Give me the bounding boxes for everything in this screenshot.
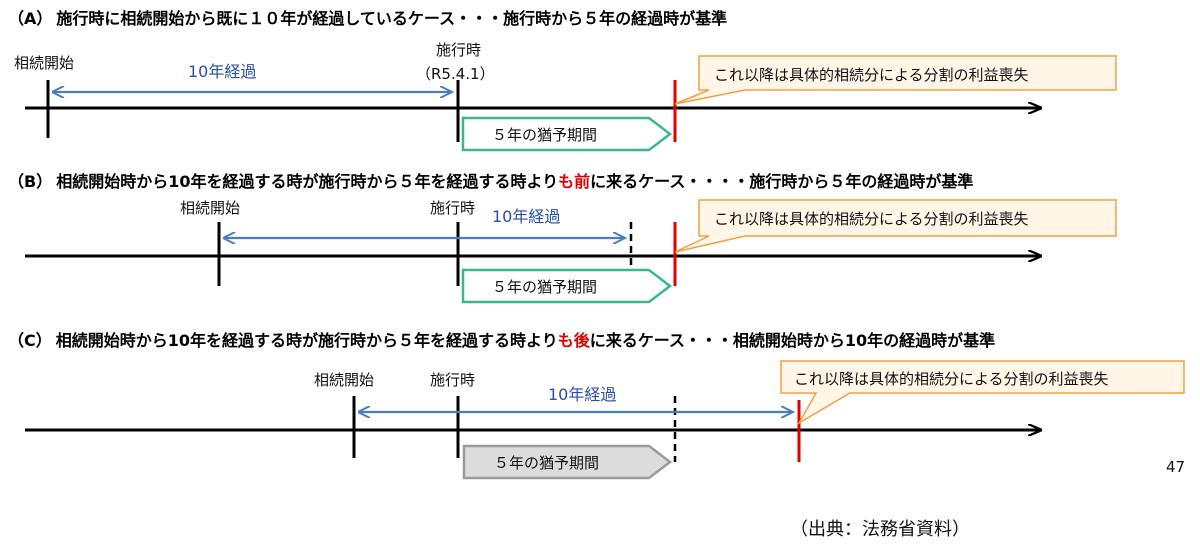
section-b-grace-period — [461, 268, 673, 304]
section-b-grace-label: ５年の猶予期間 — [492, 278, 597, 296]
page-number: 47 — [1166, 458, 1185, 476]
section-a-header: （A）施行時に相続開始から既に１０年が経過しているケース・・・施行時から５年の経… — [8, 9, 727, 28]
section-c-enforce-label: 施行時 — [430, 371, 475, 389]
section-a-grace-label: ５年の猶予期間 — [492, 126, 597, 144]
section-b-span-label: 10年経過 — [492, 207, 560, 226]
section-c-callout — [780, 360, 1185, 426]
section-a-span-label: 10年経過 — [188, 62, 256, 81]
section-c-grace-period — [462, 444, 673, 480]
section-a-start-label: 相続開始 — [14, 54, 74, 72]
section-a-grace-period — [461, 116, 673, 152]
section-c: （C）相続開始時から10年を経過する時が施行時から５年を経過する時よりも後に来る… — [8, 331, 1185, 480]
section-c-start-label: 相続開始 — [314, 371, 374, 389]
section-c-header: （C）相続開始時から10年を経過する時が施行時から５年を経過する時よりも後に来る… — [8, 331, 995, 350]
section-a-callout — [674, 55, 1117, 105]
section-a-callout-text: これ以降は具体的相続分による分割の利益喪失 — [714, 66, 1029, 84]
section-c-grace-label: ５年の猶予期間 — [494, 454, 599, 472]
section-b-enforce-label: 施行時 — [430, 199, 475, 217]
section-b-callout — [674, 199, 1117, 253]
section-b: （B）相続開始時から10年を経過する時が施行時から５年を経過する時よりも前に来る… — [8, 172, 1117, 304]
source-citation: （出典：法務省資料） — [790, 519, 970, 540]
section-c-span-label: 10年経過 — [548, 385, 616, 404]
section-b-callout-text: これ以降は具体的相続分による分割の利益喪失 — [714, 210, 1029, 228]
section-a-enforce-date: （R5.4.1） — [416, 65, 495, 83]
section-b-header: （B）相続開始時から10年を経過する時が施行時から５年を経過する時よりも前に来る… — [8, 172, 973, 191]
section-c-callout-text: これ以降は具体的相続分による分割の利益喪失 — [794, 370, 1109, 388]
section-b-start-label: 相続開始 — [180, 199, 240, 217]
section-a: （A）施行時に相続開始から既に１０年が経過しているケース・・・施行時から５年の経… — [8, 9, 1117, 152]
section-a-enforce-label: 施行時 — [436, 41, 481, 59]
